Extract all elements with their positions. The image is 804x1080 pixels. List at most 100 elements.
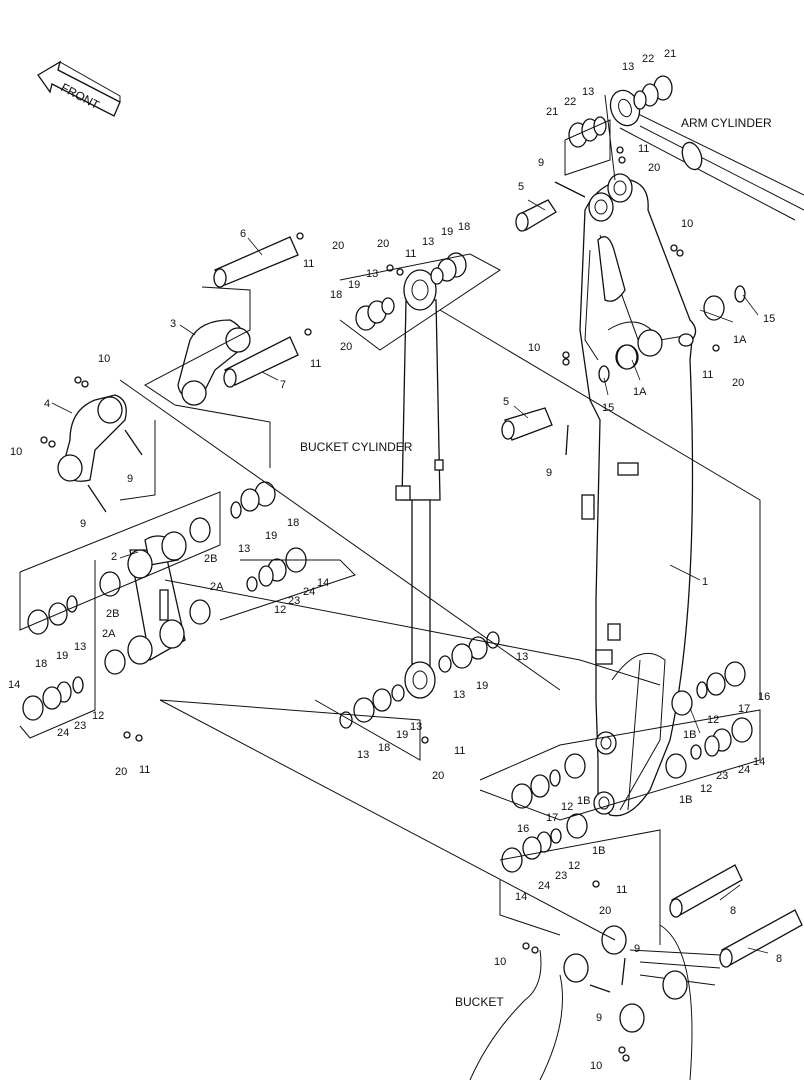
callout-13: 13 [410, 721, 422, 733]
callout-21: 21 [664, 48, 676, 60]
callout-11: 11 [638, 143, 649, 155]
callout-15: 15 [602, 402, 614, 414]
callout-1b: 1B [679, 794, 692, 806]
bucket-label: BUCKET [455, 995, 504, 1009]
callout-13: 13 [238, 543, 250, 555]
callout-16: 16 [517, 823, 529, 835]
pins [213, 199, 803, 968]
callout-2: 2 [111, 551, 117, 563]
callout-17: 17 [738, 703, 750, 715]
callout-18: 18 [287, 517, 299, 529]
callout-14: 14 [8, 679, 20, 691]
arm [579, 173, 697, 817]
arm-cylinder: ARM CYLINDER [609, 89, 804, 221]
callout-20: 20 [115, 766, 127, 778]
callout-23: 23 [716, 770, 728, 782]
callout-24: 24 [538, 880, 550, 892]
callout-18: 18 [330, 289, 342, 301]
callout-13: 13 [74, 641, 86, 653]
callout-11: 11 [616, 884, 627, 896]
callout-19: 19 [476, 680, 488, 692]
callout-12: 12 [568, 860, 580, 872]
callout-21: 21 [546, 106, 558, 118]
callout-1b: 1B [683, 729, 696, 741]
callout-13: 13 [453, 689, 465, 701]
callout-19: 19 [441, 226, 453, 238]
callout-10: 10 [10, 446, 22, 458]
callout-19: 19 [396, 729, 408, 741]
callout-22: 22 [642, 53, 654, 65]
callout-13: 13 [422, 236, 434, 248]
bucket: BUCKET [455, 924, 721, 1080]
callout-6: 6 [240, 228, 246, 240]
callout-23: 23 [74, 720, 86, 732]
callout-10: 10 [494, 956, 506, 968]
callout-14: 14 [753, 756, 765, 768]
callout-10: 10 [681, 218, 693, 230]
callout-11: 11 [405, 248, 416, 260]
callout-1a: 1A [733, 334, 747, 346]
callout-18: 18 [35, 658, 47, 670]
callout-14: 14 [515, 891, 527, 903]
callout-2a: 2A [102, 628, 116, 640]
callout-8: 8 [776, 953, 782, 965]
callout-20: 20 [340, 341, 352, 353]
callout-20: 20 [332, 240, 344, 252]
callout-13: 13 [582, 86, 594, 98]
callout-16: 16 [758, 691, 770, 703]
bolts-and-hardware [40, 146, 720, 1062]
callout-9: 9 [596, 1012, 602, 1024]
callout-11: 11 [139, 764, 150, 776]
callout-10: 10 [98, 353, 110, 365]
callout-20: 20 [732, 377, 744, 389]
callout-12: 12 [561, 801, 573, 813]
callout-20: 20 [599, 905, 611, 917]
callout-18: 18 [458, 221, 470, 233]
callout-1a: 1A [633, 386, 647, 398]
callout-24: 24 [303, 586, 315, 598]
callout-10: 10 [590, 1060, 602, 1072]
callout-12: 12 [274, 604, 286, 616]
callout-2a: 2A [210, 581, 224, 593]
bucket-cylinder: BUCKET CYLINDER [300, 269, 444, 699]
callout-5: 5 [503, 396, 509, 408]
callout-7: 7 [280, 379, 286, 391]
link-assembly [57, 319, 251, 665]
callout-20: 20 [648, 162, 660, 174]
callout-24: 24 [738, 764, 750, 776]
callout-23: 23 [555, 870, 567, 882]
callout-13: 13 [516, 651, 528, 663]
callout-2b: 2B [204, 553, 217, 565]
callout-12: 12 [700, 783, 712, 795]
callout-19: 19 [348, 279, 360, 291]
callout-9: 9 [546, 467, 552, 479]
callout-8: 8 [730, 905, 736, 917]
callout-13: 13 [622, 61, 634, 73]
callout-13: 13 [366, 268, 378, 280]
callout-12: 12 [92, 710, 104, 722]
leader-lines [51, 199, 769, 954]
callout-4: 4 [44, 398, 50, 410]
callout-2b: 2B [106, 608, 119, 620]
callout-22: 22 [564, 96, 576, 108]
front-direction-arrow: FRONT [37, 60, 121, 117]
callout-9: 9 [538, 157, 544, 169]
callout-13: 13 [357, 749, 369, 761]
callout-11: 11 [702, 369, 713, 381]
callout-23: 23 [288, 595, 300, 607]
callout-5: 5 [518, 181, 524, 193]
bucket-cylinder-label: BUCKET CYLINDER [300, 440, 413, 454]
assembly-guide-lines [19, 94, 761, 945]
callout-9: 9 [634, 943, 640, 955]
callout-24: 24 [57, 727, 69, 739]
callout-15: 15 [763, 313, 775, 325]
callout-11: 11 [454, 745, 465, 757]
callout-11: 11 [303, 258, 314, 270]
callout-20: 20 [432, 770, 444, 782]
callout-numbers: 1 1A 1A 1B 1B 1B 1B 2 2A 2A 2B 2B 3 4 5 … [8, 48, 782, 1072]
callout-10: 10 [528, 342, 540, 354]
callout-19: 19 [56, 650, 68, 662]
callout-1: 1 [702, 576, 708, 588]
callout-19: 19 [265, 530, 277, 542]
